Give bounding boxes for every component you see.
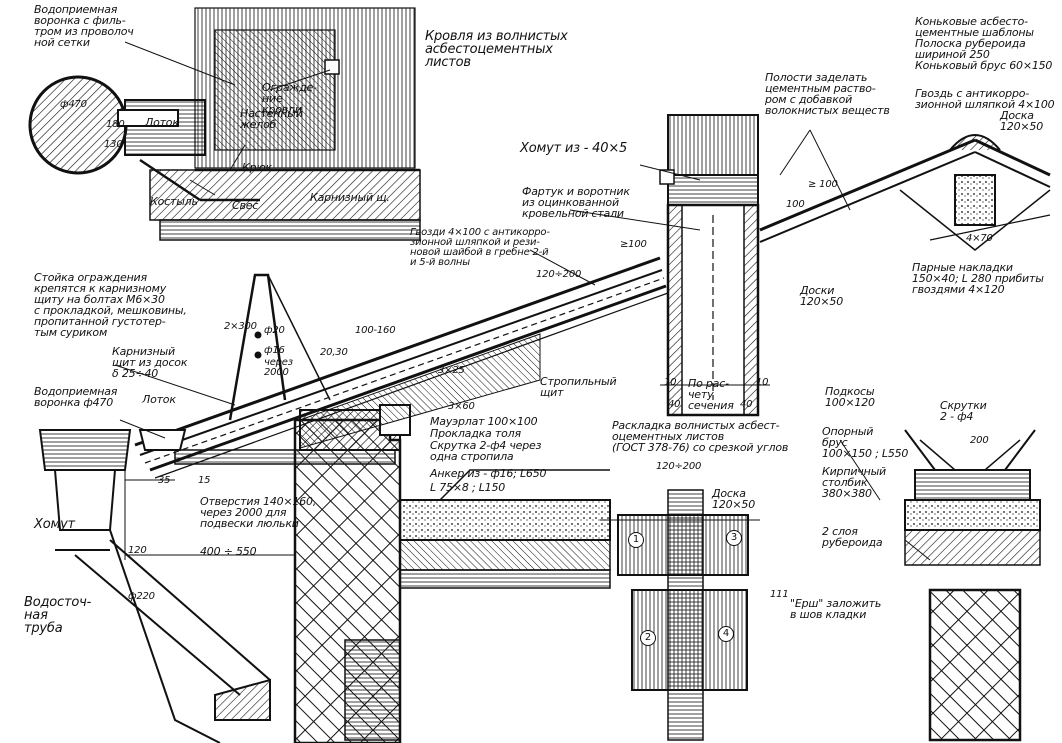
label-twists-2f4: Скрутки 2 - ф4 — [940, 399, 987, 423]
dim-ge100b: ≥ 100 — [808, 179, 838, 190]
label-boards-120x50: Доски 120×50 — [800, 284, 844, 308]
sheet-number-2: 2 — [640, 630, 656, 646]
dim-20-30: 20,30 — [320, 347, 348, 358]
sheet-number-3: 3 — [726, 530, 742, 546]
strut-detail — [904, 429, 1041, 742]
label-clamp: Хомут — [34, 517, 75, 532]
leader-lines — [114, 41, 931, 561]
label-mauerlat: Мауэрлат 100×100 — [430, 415, 538, 428]
label-funnel-filter: Водоприемная воронка с филь- тром из про… — [34, 3, 134, 49]
label-nails-anticorr: Гвоздь с антикорро- зионной шляпкой 4×10… — [915, 87, 1055, 111]
dim-d15: 15 — [198, 475, 211, 486]
sheet-number-1: 1 — [628, 532, 644, 548]
label-ruberoid-2: 2 слоя рубероида — [822, 525, 883, 549]
dim-d120: 120 — [128, 545, 147, 556]
label-funnel-470: Водоприемная воронка ф470 — [34, 385, 118, 409]
dim-d180: 180 — [106, 119, 125, 130]
dim-d40a: 40 — [668, 399, 681, 410]
dim-d111: 111 — [770, 589, 789, 600]
label-tar-pad: Прокладка толя — [430, 427, 521, 440]
label-stand-fence: Стойка ограждения крепятся к карнизному … — [34, 271, 187, 339]
label-cornice-shield-plan: Карнизный щ. — [310, 191, 390, 204]
dim-3x60: 3×60 — [448, 401, 475, 412]
dim-d10b: 10 — [756, 377, 769, 388]
label-dim-400-550: 400 ÷ 550 — [200, 545, 257, 558]
label-hook: Крюк — [242, 161, 272, 174]
dim-d470: ф470 — [60, 99, 87, 110]
label-crutch: Костыль — [150, 195, 198, 208]
dim-100-160: 100-160 — [355, 325, 396, 336]
dim-d220: ф220 — [128, 591, 155, 602]
label-twist: Скрутка 2-ф4 через одна стропила — [430, 439, 542, 463]
sheet-number-4: 4 — [718, 626, 734, 642]
dim-120-200: 120÷200 — [536, 269, 582, 280]
label-layout-board: Доска 120×50 — [712, 487, 756, 511]
dim-d100: 100 — [786, 199, 805, 210]
dim-ge100: ≥100 — [620, 239, 647, 250]
label-struts: Подкосы 100×120 — [825, 385, 875, 409]
label-brick-pillar: Кирпичный столбик 380×380 — [822, 465, 887, 500]
label-cornice-shield: Карнизный щит из досок δ 25÷40 — [112, 345, 188, 380]
dim-through-2000: через 2000 — [264, 357, 293, 378]
label-nails-rubber: Гвозди 4×100 с антикорро- зионной шляпко… — [410, 227, 550, 268]
label-overhang: Свес — [232, 199, 259, 212]
dim-d35: 35 — [158, 475, 171, 486]
label-paired-pads: Парные накладки 150×40; L 280 прибиты гв… — [912, 261, 1044, 296]
label-rafter-shield: Стропильный щит — [540, 375, 617, 399]
dim-3x25: 3×25 — [438, 365, 465, 376]
label-holes: Отверстия 140×160, через 2000 для подвес… — [200, 495, 317, 530]
label-drainpipe: Водосточ- ная труба — [24, 595, 92, 636]
dim-phi16: ф16 — [264, 345, 285, 356]
dim-d40b: 40 — [740, 399, 753, 410]
label-board-120x50: Доска 120×50 — [1000, 109, 1044, 133]
plan-view — [28, 7, 421, 241]
label-gutter-top: Лоток — [145, 116, 179, 129]
dim-4x70: 4×70 — [966, 233, 993, 244]
label-gutter: Лоток — [142, 393, 176, 406]
label-ridge-title: Коньковые асбесто- цементные шаблоны Пол… — [915, 15, 1053, 72]
dim-2x300: 2×300 — [224, 321, 257, 332]
label-support-beam: Опорный брус 100×150 ; L550 — [822, 425, 909, 460]
label-roof-wavy: Кровля из волнистых асбестоцементных лис… — [425, 29, 568, 70]
pipe-section — [659, 114, 770, 417]
label-anchor: Анкер из - ф16; L650 — [430, 467, 547, 480]
layout-detail — [600, 489, 760, 741]
label-guard: Огражде- ние кровли — [262, 81, 317, 116]
dim-d200: 200 — [970, 435, 989, 446]
label-angle: L 75×8 ; L150 — [430, 481, 506, 494]
ridge-section — [759, 134, 1051, 251]
label-clamp-40x5: Хомут из - 40×5 — [520, 141, 628, 156]
eaves-section — [38, 256, 669, 743]
dim-d10a: 10 — [664, 377, 677, 388]
dim-d130: 130 — [104, 139, 123, 150]
dim-phi20: ф20 — [264, 325, 285, 336]
label-fill-cavities: Полости заделать цементным раство- ром с… — [765, 71, 890, 117]
dim-by-section: По рас- чету сечения — [688, 377, 734, 412]
label-layout-title: Раскладка волнистых асбест- оцементных л… — [612, 419, 789, 454]
label-apron: Фартук и воротник из оцинкованной кровел… — [522, 185, 630, 220]
label-ersh: "Ерш" заложить в шов кладки — [790, 597, 882, 621]
label-wall-gutter: Настенный желоб — [240, 107, 303, 131]
dim-layout-120-200: 120÷200 — [656, 461, 702, 472]
